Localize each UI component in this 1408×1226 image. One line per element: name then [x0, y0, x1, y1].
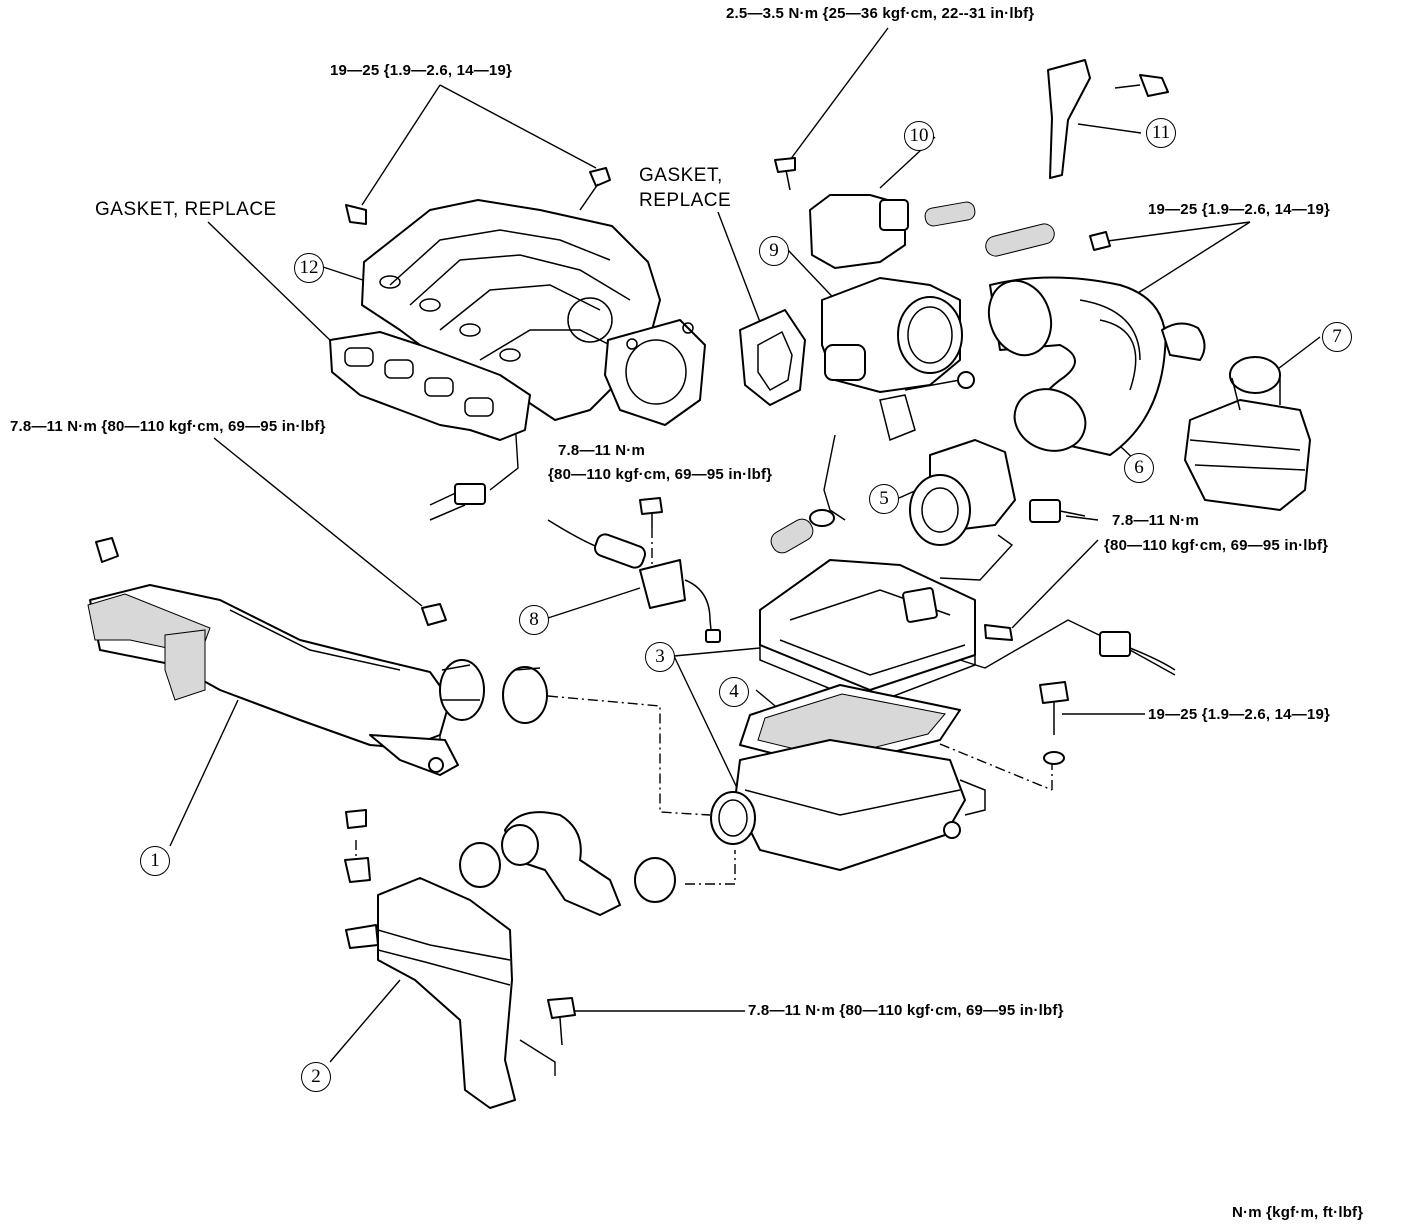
throttle-body — [821, 277, 975, 442]
callout-9: 9 — [759, 236, 789, 266]
hose-short — [985, 223, 1111, 257]
iac-valve — [774, 157, 976, 269]
callout-11: 11 — [1146, 118, 1176, 148]
resonator-duct — [87, 537, 485, 776]
resonator-upper — [1184, 356, 1311, 511]
small-hose — [770, 509, 835, 554]
torque-airbox-bolt: 19—25 {1.9—2.6, 14—19} — [1148, 706, 1331, 723]
throttle-gasket — [739, 309, 806, 406]
callout-8: 8 — [519, 605, 549, 635]
clamp-large — [502, 666, 548, 724]
callout-7: 7 — [1322, 322, 1352, 352]
note-gasket-right-1: GASKET, — [639, 165, 723, 186]
note-gasket-left: GASKET, REPLACE — [95, 199, 277, 220]
callout-1: 1 — [140, 846, 170, 876]
lower-hose — [459, 811, 676, 916]
air-cleaner-case — [710, 739, 986, 871]
airflow-meter — [909, 439, 1086, 546]
torque-bracket-left: 7.8—11 N·m {80—110 kgf·cm, 69—95 in·lbf} — [10, 418, 326, 435]
callout-5: 5 — [869, 484, 899, 514]
callout-3: 3 — [645, 642, 675, 672]
torque-airbox-2: {80—110 kgf·cm, 69—95 in·lbf} — [1104, 537, 1329, 554]
bolt-washer — [1039, 681, 1069, 765]
callout-10: 10 — [904, 121, 934, 151]
callout-6: 6 — [1124, 453, 1154, 483]
torque-sensor-2: {80—110 kgf·cm, 69—95 in·lbf} — [548, 466, 773, 483]
callout-12: 12 — [294, 253, 324, 283]
units-legend: N·m {kgf·m, ft·lbf} — [1232, 1204, 1364, 1221]
intake-manifold — [345, 167, 706, 426]
air-cleaner-cover — [759, 559, 1013, 706]
torque-top: 2.5—3.5 N·m {25—36 kgf·cm, 22--31 in·lbf… — [726, 5, 1035, 22]
manifold-gasket — [329, 331, 531, 521]
bracket — [1047, 59, 1169, 179]
callout-2: 2 — [301, 1062, 331, 1092]
callout-4: 4 — [719, 677, 749, 707]
torque-airbox-1: 7.8—11 N·m — [1112, 512, 1200, 529]
torque-throttle: 19—25 {1.9—2.6, 14—19} — [1148, 201, 1331, 218]
torque-sensor-1: 7.8—11 N·m — [558, 442, 646, 459]
torque-resonator: 7.8—11 N·m {80—110 kgf·cm, 69—95 in·lbf} — [748, 1002, 1064, 1019]
air-duct — [987, 276, 1206, 456]
note-gasket-right-2: REPLACE — [639, 190, 732, 211]
resonator-lower — [344, 809, 576, 1109]
connector-right — [1099, 631, 1176, 671]
sensor — [547, 497, 721, 643]
torque-manifold: 19—25 {1.9—2.6, 14—19} — [330, 62, 513, 79]
